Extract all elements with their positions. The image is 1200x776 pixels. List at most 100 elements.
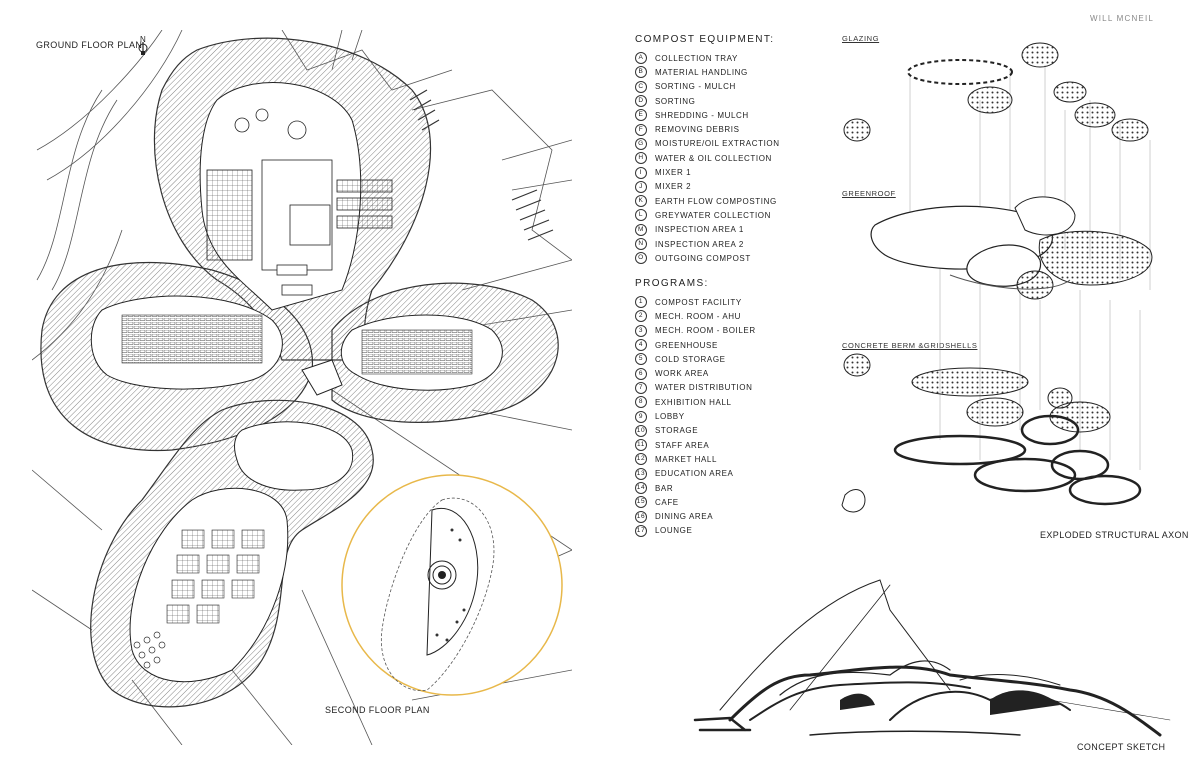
legend-item: 17 LOUNGE	[635, 524, 756, 538]
legend-key: D	[635, 95, 647, 108]
compost-equipment-list: A COLLECTION TRAY B MATERIAL HANDLING C SORTI…	[635, 51, 780, 265]
legend-key: 5	[635, 353, 647, 366]
legend-key: G	[635, 137, 647, 150]
legend-key: 15	[635, 496, 647, 509]
legend-label: OUTGOING COMPOST	[655, 253, 751, 263]
glazing-layer	[843, 42, 1149, 142]
legend-label: MECH. ROOM - BOILER	[655, 326, 756, 336]
legend-item: I MIXER 1	[635, 165, 780, 179]
legend-label: EXHIBITION HALL	[655, 397, 732, 407]
legend-item: 4 GREENHOUSE	[635, 338, 756, 352]
legend-item: 5 COLD STORAGE	[635, 352, 756, 366]
legend-label: STORAGE	[655, 426, 699, 436]
legend-item: K EARTH FLOW COMPOSTING	[635, 194, 780, 208]
greenhouse-benches	[121, 314, 473, 375]
legend-item: G MOISTURE/OIL EXTRACTION	[635, 137, 780, 151]
legend-item: 3 MECH. ROOM - BOILER	[635, 324, 756, 338]
ground-floor-plan-drawing	[32, 30, 572, 745]
ground-floor-plan-title: GROUND FLOOR PLAN	[36, 40, 143, 50]
north-label: N	[140, 35, 146, 44]
legend-key: M	[635, 223, 647, 236]
legend-label: WATER & OIL COLLECTION	[655, 153, 772, 163]
legend-item: 15 CAFE	[635, 495, 756, 509]
legend-key: A	[635, 52, 647, 65]
market-hall-stalls	[166, 529, 265, 624]
legend-item: D SORTING	[635, 94, 780, 108]
legend-key: B	[635, 66, 647, 79]
legend-label: SHREDDING - MULCH	[655, 110, 749, 120]
legend-item: L GREYWATER COLLECTION	[635, 208, 780, 222]
parking-stripes	[409, 89, 554, 241]
legend-key: 4	[635, 339, 647, 352]
legend-item: O OUTGOING COMPOST	[635, 251, 780, 265]
legend-label: SORTING	[655, 96, 696, 106]
legend-label: CAFE	[655, 497, 679, 507]
legend-label: MOISTURE/OIL EXTRACTION	[655, 139, 780, 149]
legend-key: C	[635, 80, 647, 93]
legend-key: K	[635, 195, 647, 208]
legend-item: A COLLECTION TRAY	[635, 51, 780, 65]
legend-label: COLLECTION TRAY	[655, 53, 738, 63]
legend-key: 2	[635, 310, 647, 323]
legend-key: L	[635, 209, 647, 222]
legend-label: EARTH FLOW COMPOSTING	[655, 196, 777, 206]
concept-sketch-caption: CONCEPT SKETCH	[1077, 742, 1166, 752]
layer-label-berm: CONCRETE BERM &GRIDSHELLS	[842, 341, 978, 350]
programs-heading: PROGRAMS:	[635, 278, 709, 289]
legend-label: COMPOST FACILITY	[655, 297, 742, 307]
legend-item: 2 MECH. ROOM - AHU	[635, 309, 756, 323]
north-arrow-icon	[138, 42, 148, 55]
legend-item: 9 LOBBY	[635, 409, 756, 423]
legend-key: 12	[635, 453, 647, 466]
legend-label: GREENHOUSE	[655, 340, 718, 350]
legend-key: N	[635, 238, 647, 250]
legend-label: INSPECTION AREA 1	[655, 225, 744, 235]
legend-item: M INSPECTION AREA 1	[635, 223, 780, 237]
legend-key: 6	[635, 367, 647, 380]
greenroof-layer	[870, 196, 1153, 300]
legend-key: 7	[635, 381, 647, 394]
legend-label: MIXER 2	[655, 182, 692, 192]
second-floor-plan-title: SECOND FLOOR PLAN	[325, 705, 430, 715]
legend-key: 11	[635, 439, 647, 452]
axon-caption: EXPLODED STRUCTURAL AXON	[1040, 530, 1189, 540]
concept-sketch-drawing	[690, 570, 1190, 740]
second-floor-inset	[341, 474, 563, 696]
legend-label: MATERIAL HANDLING	[655, 67, 748, 77]
legend-key: 9	[635, 410, 647, 423]
legend-label: MECH. ROOM - AHU	[655, 311, 742, 321]
legend-label: COLD STORAGE	[655, 354, 726, 364]
legend-item: B MATERIAL HANDLING	[635, 65, 780, 79]
legend-key: E	[635, 109, 647, 122]
legend-label: REMOVING DEBRIS	[655, 125, 740, 135]
legend-key: 13	[635, 467, 647, 480]
legend-key: 3	[635, 324, 647, 337]
legend-key: O	[635, 252, 647, 265]
legend-key: 17	[635, 524, 647, 537]
legend-key: F	[635, 123, 647, 136]
education-seats	[133, 631, 166, 669]
central-lobby	[301, 359, 343, 396]
legend-key: I	[635, 166, 647, 179]
legend-item: J MIXER 2	[635, 180, 780, 194]
legend-label: MIXER 1	[655, 168, 692, 178]
legend-item: C SORTING - MULCH	[635, 80, 780, 94]
author-name: WILL MCNEIL	[1090, 14, 1155, 23]
berm-gridshell-layer	[841, 353, 1142, 513]
legend-key: H	[635, 152, 647, 165]
legend-key: J	[635, 180, 647, 193]
legend-label: LOUNGE	[655, 526, 693, 536]
legend-label: LOBBY	[655, 412, 685, 422]
legend-label: GREYWATER COLLECTION	[655, 210, 772, 220]
legend-item: F REMOVING DEBRIS	[635, 122, 780, 136]
legend-label: SORTING - MULCH	[655, 82, 736, 92]
compost-equipment-heading: COMPOST EQUIPMENT:	[635, 34, 775, 45]
